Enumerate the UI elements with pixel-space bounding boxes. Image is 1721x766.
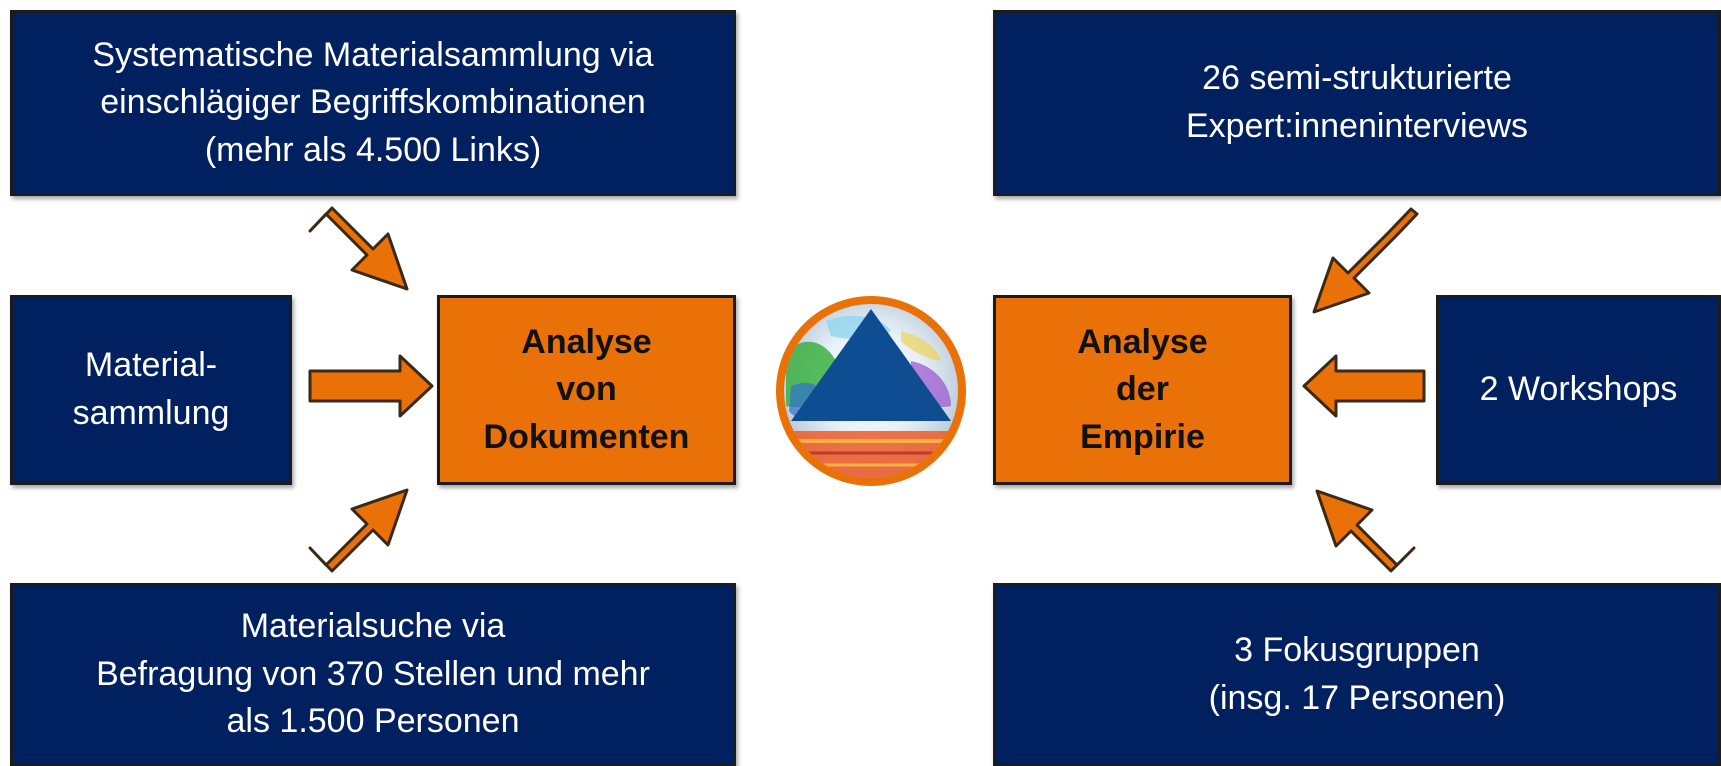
left-middle-source-line-1: Material- [84,346,218,385]
left-middle-source-line-2: sammlung [72,394,230,432]
empirie-analysis-box: Analyse der Empirie [993,295,1292,485]
arrow-middle-left-to-documents [308,354,434,418]
left-top-source-box: Systematische Materialsammlung via einsc… [10,10,736,196]
arrow-bottom-left-to-documents [308,488,409,573]
empirie-analysis-line-3: Empirie [1080,417,1205,456]
left-top-source-line-2: einschlägiger Begriffskombinationen [100,83,646,122]
left-top-source-line-1: Systematische Materialsammlung via [92,35,654,74]
right-middle-source-line-1: 2 Workshops [1479,370,1678,409]
triangle-globe-logo-icon [776,296,966,486]
right-bottom-source-line-1: 3 Fokusgruppen [1234,630,1480,669]
documents-analysis-line-3: Dokumenten [483,417,690,456]
documents-analysis-line-2: von [556,370,617,409]
right-top-source-box: 26 semi-strukturierte Expert:inneninterv… [993,10,1721,196]
left-bottom-source-line-2: Befragung von 370 Stellen und mehr [96,654,650,693]
empirie-analysis-line-2: der [1116,370,1169,409]
arrow-middle-right-to-empirie [1302,354,1426,418]
documents-analysis-box: Analyse von Dokumenten [437,295,736,485]
left-bottom-source-box: Materialsuche via Befragung von 370 Stel… [10,583,736,766]
right-top-source-line-2: Expert:inneninterviews [1185,107,1529,145]
arrow-top-left-to-documents [308,206,409,291]
right-bottom-source-line-2: (insg. 17 Personen) [1208,678,1506,717]
documents-analysis-line-1: Analyse [521,322,652,361]
right-bottom-source-box: 3 Fokusgruppen (insg. 17 Personen) [993,583,1721,766]
left-bottom-source-line-1: Materialsuche via [240,607,506,646]
arrow-top-right-to-empirie [1312,207,1419,314]
left-middle-source-box: Material- sammlung [10,295,292,485]
arrow-bottom-right-to-empirie [1315,489,1416,573]
right-middle-source-box: 2 Workshops [1436,295,1721,485]
right-top-source-line-1: 26 semi-strukturierte [1202,59,1512,98]
left-bottom-source-line-3: als 1.500 Personen [226,702,520,741]
empirie-analysis-line-1: Analyse [1077,322,1208,361]
left-top-source-line-3: (mehr als 4.500 Links) [204,130,542,169]
